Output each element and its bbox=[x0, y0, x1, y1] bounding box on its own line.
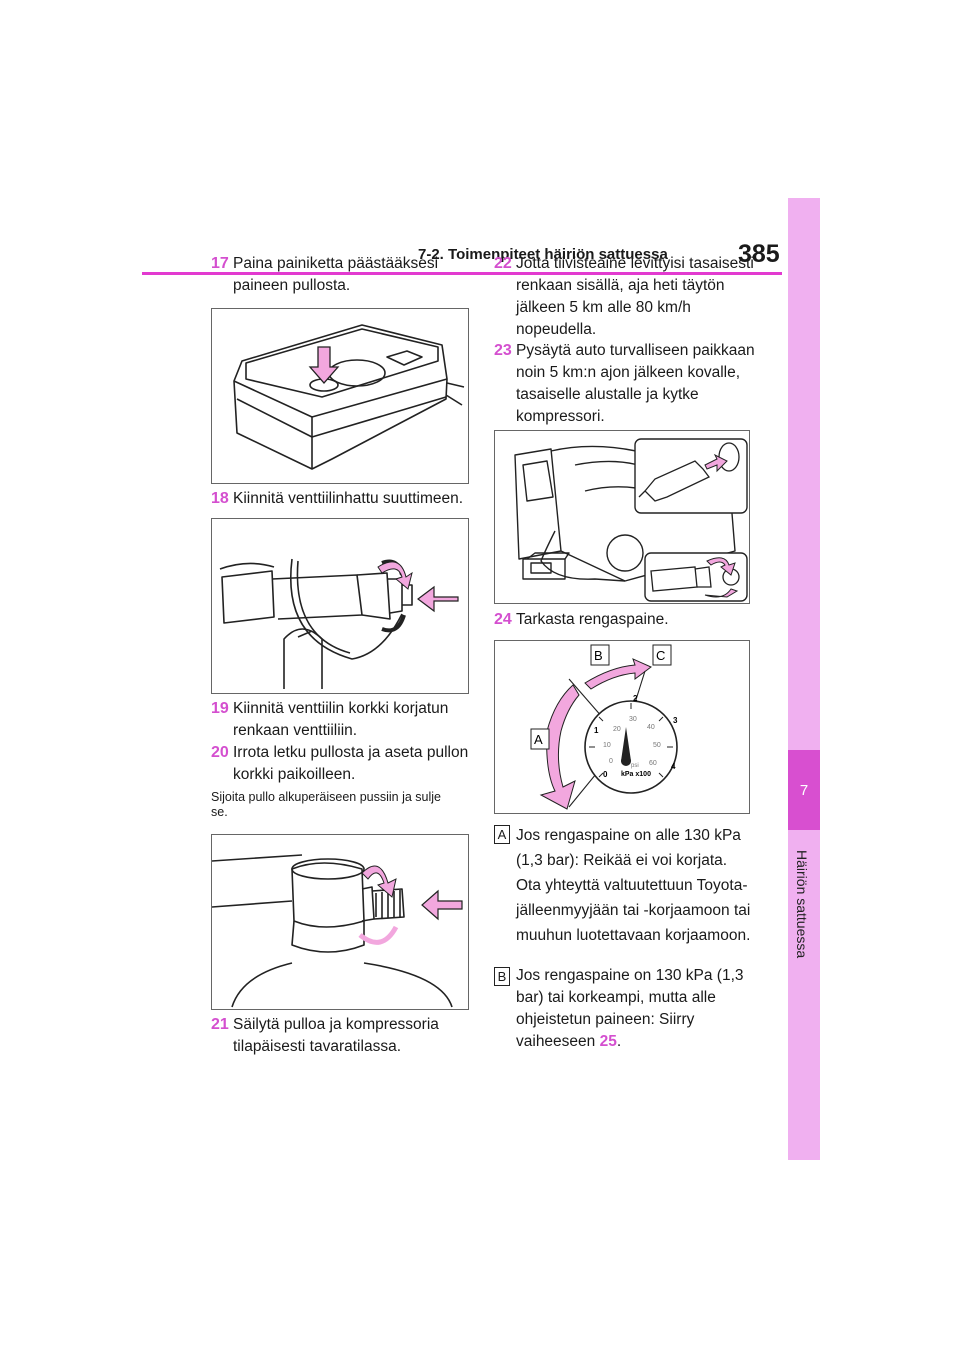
header-rule bbox=[142, 272, 782, 275]
step-23: 23 Pysäytä auto turvalliseen paikkaan no… bbox=[494, 340, 764, 428]
step-text: Tarkasta rengaspaine. bbox=[516, 611, 669, 628]
step-21: 21 Säilytä pulloa ja kompressoria tilapä… bbox=[211, 1014, 473, 1058]
gauge-psi-20: 20 bbox=[613, 726, 621, 733]
figure-bottle-cap bbox=[211, 834, 469, 1010]
step-number: 17 bbox=[211, 255, 229, 272]
step-20-note: Sijoita pullo alkuperäiseen pussiin ja s… bbox=[211, 790, 441, 819]
figure-bottle-button bbox=[211, 308, 469, 484]
gauge-psi-60: 60 bbox=[649, 760, 657, 767]
gauge-unit: kPa x100 bbox=[621, 771, 651, 778]
step-text: Jotta tiivisteaine levittyisi tasaisesti… bbox=[516, 255, 754, 338]
step-text: Irrota letku pullosta ja aseta pullon ko… bbox=[233, 744, 469, 783]
legend-text-b: Jos rengaspaine on 130 kPa (1,3 bar) tai… bbox=[516, 965, 752, 1053]
gauge-psi-30: 30 bbox=[629, 716, 637, 723]
running-header: 7-2. Toimenpiteet häiriön sattuessa bbox=[418, 246, 668, 263]
step-24: 24 Tarkasta rengaspaine. bbox=[494, 609, 764, 631]
step-18: 18 Kiinnitä venttiilinhattu suuttimeen. bbox=[211, 488, 473, 510]
figure-valve-cap-nozzle bbox=[211, 518, 469, 694]
figure-pressure-gauge: 2 1 3 0 4 0 10 20 30 40 50 60 psi kPa x1… bbox=[494, 640, 750, 814]
gauge-bar-2: 2 bbox=[633, 694, 638, 703]
step-number: 21 bbox=[211, 1016, 229, 1033]
legend-text-a: Jos rengaspaine on alle 130 kPa (1,3 bar… bbox=[516, 827, 751, 944]
legend-text-b-end: . bbox=[616, 1033, 622, 1050]
step-22: 22 Jotta tiivisteaine levittyisi tasaise… bbox=[494, 253, 764, 341]
step-text: Kiinnitä venttiilinhattu suuttimeen. bbox=[233, 490, 464, 507]
gauge-psi-40: 40 bbox=[647, 724, 655, 731]
chapter-number-tab[interactable]: 7 bbox=[788, 750, 820, 830]
gauge-psi-0: 0 bbox=[609, 758, 613, 765]
legend-label-b: B bbox=[494, 967, 510, 986]
step-text: Säilytä pulloa ja kompressoria tilapäise… bbox=[233, 1016, 439, 1055]
step-text: Paina painiketta päästääksesi paineen pu… bbox=[233, 255, 439, 294]
legend-label-a: A bbox=[494, 825, 510, 844]
gauge-label-c: C bbox=[656, 648, 665, 663]
step-17: 17 Paina painiketta päästääksesi paineen… bbox=[211, 253, 473, 297]
page-number: 385 bbox=[738, 240, 780, 268]
step-25-ref[interactable]: 25 bbox=[599, 1033, 617, 1050]
step-number: 24 bbox=[494, 611, 512, 628]
gauge-label-b: B bbox=[594, 648, 603, 663]
gauge-bar-4: 4 bbox=[671, 762, 676, 771]
gauge-psi-10: 10 bbox=[603, 742, 611, 749]
chapter-sidebar bbox=[788, 198, 820, 1160]
step-number: 18 bbox=[211, 490, 229, 507]
gauge-bar-1: 1 bbox=[594, 726, 599, 735]
legend-text-b-main: Jos rengaspaine on 130 kPa (1,3 bar) tai… bbox=[516, 967, 744, 1050]
step-number: 19 bbox=[211, 700, 229, 717]
step-number: 23 bbox=[494, 342, 512, 359]
gauge-psi-50: 50 bbox=[653, 742, 661, 749]
gauge-bar-0: 0 bbox=[603, 770, 608, 779]
step-text: Pysäytä auto turvalliseen paikkaan noin … bbox=[516, 342, 755, 425]
step-20: 20 Irrota letku pullosta ja aseta pullon… bbox=[211, 742, 473, 786]
gauge-psi-unit: psi bbox=[631, 763, 639, 769]
figure-car-compressor bbox=[494, 430, 750, 604]
step-number: 22 bbox=[494, 255, 512, 272]
step-19: 19 Kiinnitä venttiilin korkki korjatun r… bbox=[211, 698, 473, 742]
step-number: 20 bbox=[211, 744, 229, 761]
gauge-label-a: A bbox=[534, 732, 543, 747]
chapter-title: Häiriön sattuessa bbox=[794, 850, 810, 959]
gauge-bar-3: 3 bbox=[673, 716, 678, 725]
step-text: Kiinnitä venttiilin korkki korjatun renk… bbox=[233, 700, 449, 739]
